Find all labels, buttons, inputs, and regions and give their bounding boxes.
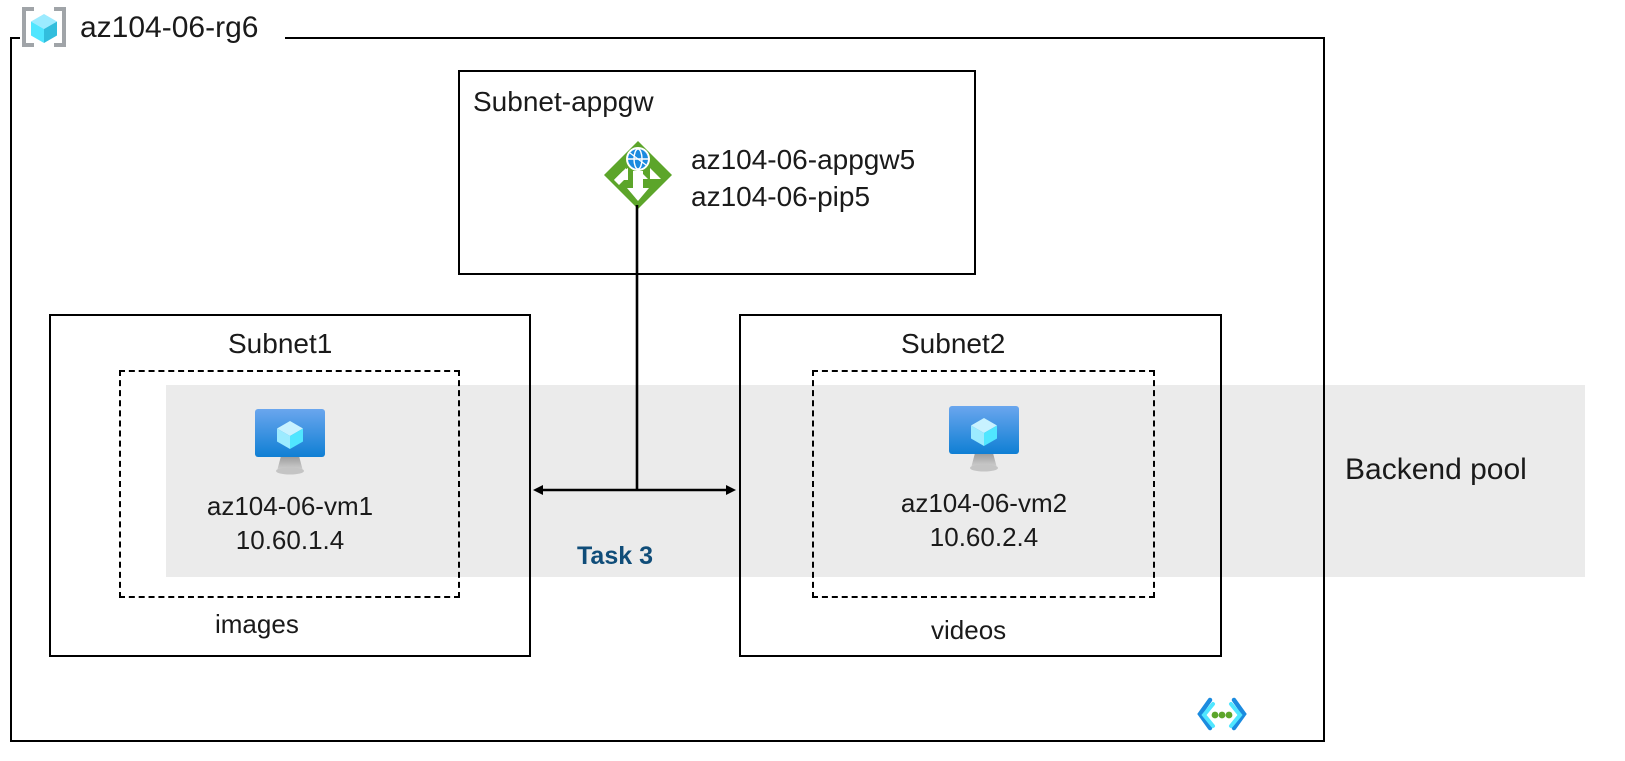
application-gateway-labels: az104-06-appgw5 az104-06-pip5 <box>691 138 915 216</box>
subnet1-footer-label: images <box>215 609 299 639</box>
vm1-ip: 10.60.1.4 <box>235 525 345 556</box>
virtual-machine-icon <box>247 403 333 477</box>
backend-pool-band <box>166 385 1585 577</box>
subnet1-title: Subnet1 <box>228 328 333 359</box>
subnet1-box <box>49 314 531 657</box>
code-brackets-icon <box>1196 697 1248 731</box>
subnet2-vm-container <box>812 370 1155 598</box>
subnet-appgw-title: Subnet-appgw <box>473 86 654 117</box>
application-gateway-name: az104-06-appgw5 <box>691 144 916 175</box>
vm1-group: az104-06-vm1 10.60.1.4 <box>170 403 410 558</box>
vm2-ip: 10.60.2.4 <box>929 522 1039 553</box>
vm1-name: az104-06-vm1 <box>206 491 374 521</box>
resource-group-header: az104-06-rg6 <box>18 6 258 48</box>
resource-group-name: az104-06-rg6 <box>80 10 259 44</box>
application-gateway-icon <box>601 138 675 212</box>
subnet2-footer-label: videos <box>931 615 1007 645</box>
subnet2-title: Subnet2 <box>901 328 1006 359</box>
subnet2-box <box>739 314 1222 657</box>
task-3-label: Task 3 <box>577 542 653 570</box>
vm2-name: az104-06-vm2 <box>900 488 1068 518</box>
resource-group-icon <box>18 6 70 48</box>
backend-pool-label: Backend pool <box>1345 453 1527 486</box>
public-ip-name: az104-06-pip5 <box>691 180 871 212</box>
virtual-machine-icon <box>941 400 1027 474</box>
application-gateway-resource: az104-06-appgw5 az104-06-pip5 <box>601 138 915 216</box>
subnet1-vm-container <box>119 370 460 598</box>
vm2-group: az104-06-vm2 10.60.2.4 <box>864 400 1104 555</box>
resource-group-box <box>10 37 1325 742</box>
subnet-appgw-box <box>458 70 976 275</box>
